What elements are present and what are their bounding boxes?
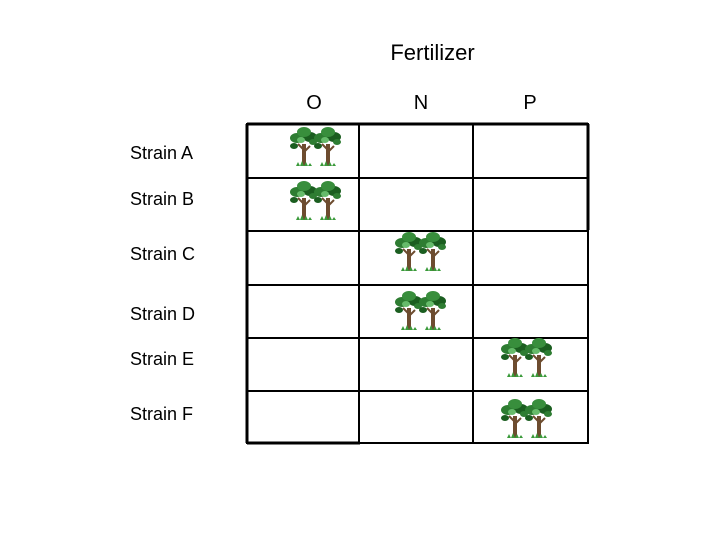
- tree-pair-icon: [501, 338, 552, 377]
- column-header-n: N: [413, 92, 429, 114]
- row-label-strain-b: Strain B: [130, 189, 195, 209]
- diagram-title: Fertilizer: [390, 40, 475, 65]
- column-header-p: P: [523, 92, 537, 114]
- tree-pair-icon: [395, 291, 446, 330]
- row-label-strain-d: Strain D: [130, 304, 196, 324]
- row-label-strain-e: Strain E: [130, 349, 195, 369]
- tree-pair-icon: [290, 127, 341, 166]
- row-label-strain-a: Strain A: [130, 143, 194, 163]
- tree-pair-icon: [395, 232, 446, 271]
- tree-pair-icon: [290, 181, 341, 220]
- row-label-strain-c: Strain C: [130, 244, 196, 264]
- row-label-strain-f: Strain F: [130, 404, 194, 424]
- tree-pair-icon: [501, 399, 552, 438]
- column-header-o: O: [306, 92, 322, 114]
